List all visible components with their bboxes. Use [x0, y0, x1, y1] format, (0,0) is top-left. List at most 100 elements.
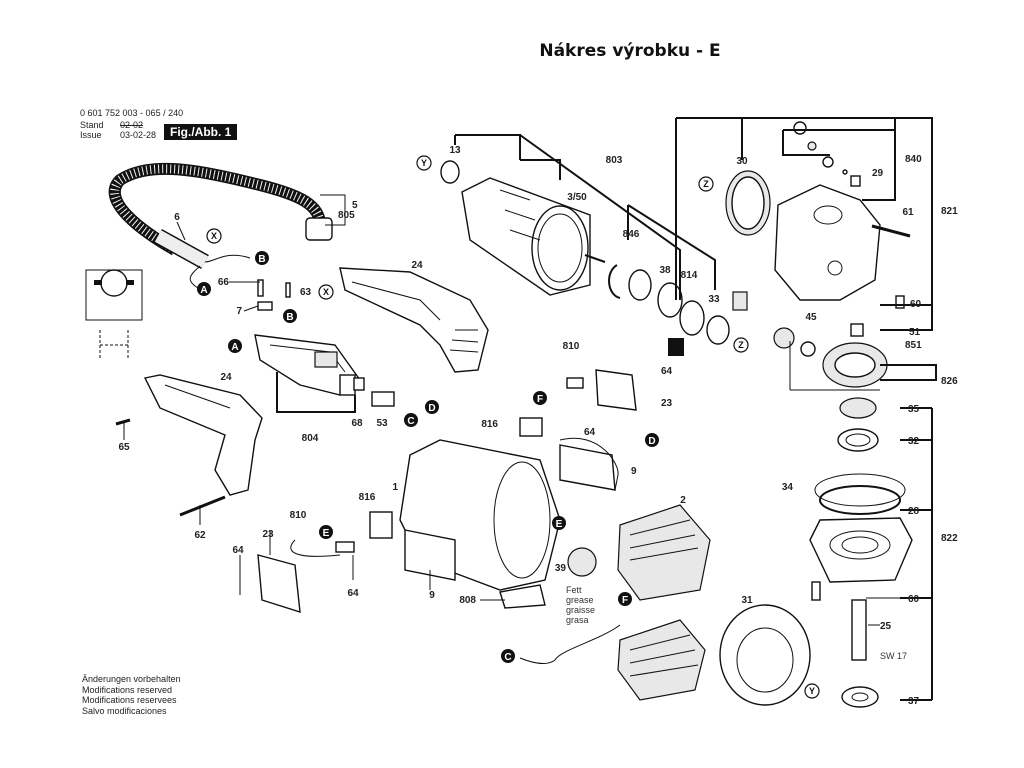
- label-64-left: 64: [232, 545, 244, 556]
- svg-text:C: C: [407, 416, 414, 427]
- label-840: 840: [905, 154, 922, 165]
- label-816-lower: 816: [359, 492, 376, 503]
- label-2: 2: [680, 495, 686, 506]
- label-851: 851: [905, 340, 922, 351]
- connector-e1: E: [319, 525, 333, 539]
- field-coil: [519, 504, 711, 701]
- brush-parts: [257, 369, 637, 613]
- footer-line: Änderungen vorbehalten: [82, 674, 181, 684]
- wrench-size-label: SW 17: [880, 651, 907, 661]
- svg-text:A: A: [200, 285, 207, 296]
- label-846: 846: [623, 229, 640, 240]
- label-24-upper: 24: [411, 260, 423, 271]
- label-64-mid: 64: [584, 427, 596, 438]
- marker-x1: X: [206, 228, 222, 244]
- grease-note-3: grasa: [566, 615, 589, 625]
- connector-a2: A: [228, 339, 242, 353]
- svg-text:D: D: [648, 436, 655, 447]
- armature: [440, 160, 606, 296]
- page-title: Nákres výrobku - E: [539, 41, 721, 61]
- gear-housing: [725, 121, 911, 388]
- label-60-lower: 60: [908, 594, 920, 605]
- grease-note-0: Fett: [566, 585, 582, 595]
- grease-note-1: grease: [566, 595, 594, 605]
- marker-z1: Z: [698, 176, 714, 192]
- bearing-13: [440, 160, 460, 184]
- label-39: 39: [555, 563, 567, 574]
- bracket-lines: [320, 117, 937, 701]
- label-805: 805: [338, 210, 355, 221]
- connector-d2: D: [645, 433, 659, 447]
- label-814: 814: [681, 270, 698, 281]
- drawing-header: 0 601 752 003 - 065 / 240 Stand 02-02 Iss…: [80, 108, 183, 140]
- label-61: 61: [902, 207, 914, 218]
- marker-y1: Y: [416, 155, 432, 171]
- label-45: 45: [805, 312, 817, 323]
- marker-x2: X: [318, 284, 334, 300]
- svg-text:Y: Y: [809, 686, 815, 696]
- label-38: 38: [659, 265, 671, 276]
- label-6: 6: [174, 212, 180, 223]
- svg-text:B: B: [286, 312, 293, 323]
- svg-text:D: D: [428, 403, 435, 414]
- connector-e2: E: [552, 516, 566, 530]
- label-30: 30: [736, 156, 748, 167]
- connector-f1: F: [533, 391, 547, 405]
- svg-text:Z: Z: [738, 340, 744, 350]
- svg-text:E: E: [556, 519, 563, 530]
- label-804: 804: [302, 433, 319, 444]
- svg-text:B: B: [258, 254, 265, 265]
- label-32: 32: [908, 436, 920, 447]
- svg-text:A: A: [231, 342, 238, 353]
- label-68: 68: [351, 418, 363, 429]
- label-35: 35: [908, 404, 920, 415]
- label-23-upper: 23: [661, 398, 673, 409]
- label-51: 51: [909, 327, 921, 338]
- connector-b2: B: [283, 309, 297, 323]
- plug: [305, 217, 333, 241]
- label-62: 62: [194, 530, 206, 541]
- label-5: 5: [352, 200, 358, 211]
- footer-line: Modifications reservees: [82, 695, 177, 705]
- label-24-lower: 24: [220, 372, 232, 383]
- bearing-stack: [608, 264, 748, 356]
- connector-a1: A: [197, 282, 211, 296]
- svg-text:F: F: [537, 394, 543, 405]
- label-37: 37: [908, 696, 920, 707]
- svg-text:Y: Y: [421, 158, 427, 168]
- label-803: 803: [606, 155, 623, 166]
- label-66: 66: [218, 277, 230, 288]
- marker-z2: Z: [733, 337, 749, 353]
- issue-label: Issue: [80, 130, 102, 140]
- label-821: 821: [941, 206, 958, 217]
- svg-text:E: E: [323, 528, 330, 539]
- label-31: 31: [741, 595, 753, 606]
- marker-y2: Y: [804, 683, 820, 699]
- part-labels: 6 5 805 66 63 7 24 24 65 62 804 68 53 13…: [118, 145, 958, 707]
- label-9-upper: 9: [631, 466, 637, 477]
- connector-d1: D: [425, 400, 439, 414]
- svg-text:C: C: [504, 652, 511, 663]
- svg-text:X: X: [323, 287, 329, 297]
- label-3-50: 3/50: [567, 192, 587, 203]
- label-810-lower: 810: [290, 510, 307, 521]
- figure-badge: Fig./Abb. 1: [164, 124, 238, 140]
- spindle-stack: [809, 397, 913, 708]
- svg-text:Z: Z: [703, 179, 709, 189]
- footer-notes: Änderungen vorbehalten Modifications res…: [82, 674, 181, 716]
- label-808: 808: [459, 595, 476, 606]
- stand-date: 02-02: [120, 120, 144, 130]
- connector-b1: B: [255, 251, 269, 265]
- label-60-upper: 60: [910, 299, 922, 310]
- label-826: 826: [941, 376, 958, 387]
- switch-assembly: [254, 279, 395, 413]
- stand-label: Stand: [80, 120, 104, 130]
- grease-note-2: graisse: [566, 605, 595, 615]
- svg-text:F: F: [622, 595, 628, 606]
- label-53: 53: [376, 418, 388, 429]
- label-810-upper: 810: [563, 341, 580, 352]
- part-number: 0 601 752 003 - 065 / 240: [80, 108, 184, 118]
- motor-housing: [399, 439, 616, 609]
- part-7: [257, 301, 273, 311]
